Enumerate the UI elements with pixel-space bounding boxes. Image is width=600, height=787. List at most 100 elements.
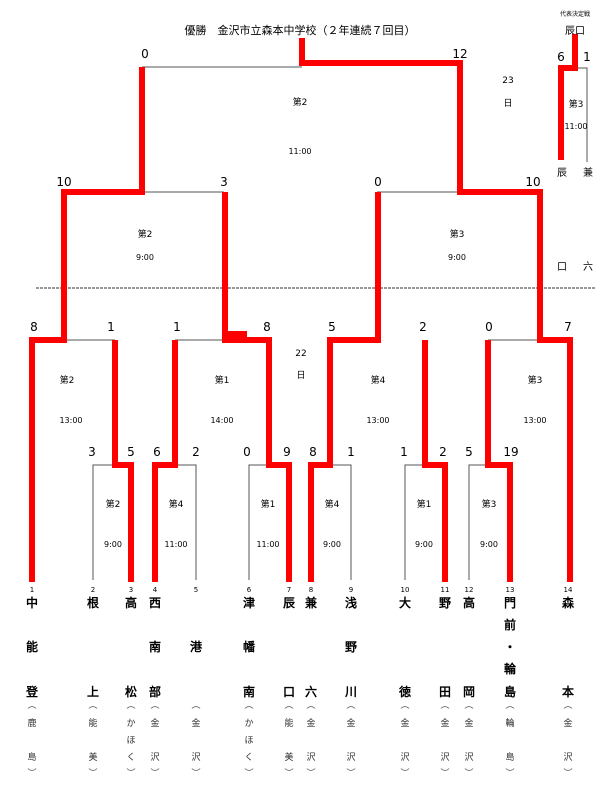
team-name-char: 部 <box>148 685 162 699</box>
r2-1-venue: 第2 <box>59 376 75 386</box>
team-name-char: 南 <box>242 685 256 699</box>
seed-number: 5 <box>193 586 199 594</box>
team-region-char: 輪 <box>505 719 515 729</box>
rep-playoff-winner: 辰口 <box>565 26 585 37</box>
team-region-char: ︵ <box>505 701 515 711</box>
team-region-char: 美 <box>284 753 294 763</box>
team-region-char: ︶ <box>440 769 450 779</box>
r2-1-score-right: 1 <box>107 320 115 334</box>
tournament-title: 優勝 金沢市立森本中学校（２年連続７回目） <box>0 22 600 38</box>
team-name-char: 徳 <box>398 685 412 699</box>
team-name-char: 本 <box>561 685 575 699</box>
team-region-char: ︶ <box>306 769 316 779</box>
rep-time: 11:00 <box>564 122 588 131</box>
r1-3-score-right: 9 <box>283 445 291 459</box>
rep-lower-left: 口 <box>557 262 567 273</box>
team-region-char: ︵ <box>306 701 316 711</box>
team-name-char: 門 <box>503 596 517 610</box>
team-region-char: ︶ <box>505 769 515 779</box>
r1-3-venue: 第1 <box>260 500 276 510</box>
team-region-char: ほ <box>126 736 136 746</box>
final-score-right: 12 <box>452 47 468 61</box>
team-region-char: か <box>244 719 254 729</box>
team-region-char: ︶ <box>126 769 136 779</box>
team-name-char: 前 <box>503 618 517 632</box>
r2-4-venue: 第3 <box>527 376 543 386</box>
team-name-char: 上 <box>86 685 100 699</box>
team-region-char: ︵ <box>27 701 37 711</box>
final-time: 11:00 <box>288 147 312 156</box>
team-name-char: 大 <box>398 596 412 610</box>
team-region-char: ︵ <box>464 701 474 711</box>
r2-3-time: 13:00 <box>366 416 390 425</box>
team-name-char: 高 <box>124 596 138 610</box>
team-name-char: 根 <box>86 596 100 610</box>
team-name-char: 中 <box>25 596 39 610</box>
team-name-char: 松 <box>124 685 138 699</box>
team-name-char: 口 <box>282 685 296 699</box>
team-region-char: ︵ <box>346 701 356 711</box>
team-name-char: 野 <box>344 640 358 654</box>
team-name-char: 西 <box>148 596 162 610</box>
team-region-char: 金 <box>150 719 160 729</box>
r2-3-score-left: 5 <box>328 320 336 334</box>
r1-1-venue: 第2 <box>105 500 121 510</box>
rep-team-right: 兼 <box>583 168 593 179</box>
team-region-char: 金 <box>191 719 201 729</box>
seed-number: 9 <box>348 586 354 594</box>
team-region-char: ︵ <box>191 701 201 711</box>
team-name-char: 浅 <box>344 596 358 610</box>
r1-5-time: 9:00 <box>415 540 433 549</box>
team-region-char: 沢 <box>400 753 410 763</box>
team-name-char: 六 <box>304 685 318 699</box>
team-region-char: 能 <box>284 719 294 729</box>
r2-4-score-right: 7 <box>564 320 572 334</box>
r2-2-time: 14:00 <box>210 416 234 425</box>
day-label-day: 日 <box>296 371 306 381</box>
team-region-char: ︶ <box>244 769 254 779</box>
r1-2-venue: 第4 <box>168 500 184 510</box>
seed-number: 3 <box>128 586 134 594</box>
r2-2-venue: 第1 <box>214 376 230 386</box>
team-region-char: ︶ <box>27 769 37 779</box>
semi2-score-left: 0 <box>374 175 382 189</box>
team-region-char: ほ <box>244 736 254 746</box>
team-region-char: 金 <box>400 719 410 729</box>
team-name-char: 高 <box>462 596 476 610</box>
r1-4-score-left: 8 <box>309 445 317 459</box>
r1-6-time: 9:00 <box>480 540 498 549</box>
day-label-day: 日 <box>503 99 513 109</box>
r1-2-score-left: 6 <box>153 445 161 459</box>
r1-5-venue: 第1 <box>416 500 432 510</box>
rep-venue: 第3 <box>568 100 584 110</box>
team-region-char: く <box>126 753 136 763</box>
semi1-score-right: 3 <box>220 175 228 189</box>
team-region-char: か <box>126 719 136 729</box>
team-region-char: 沢 <box>464 753 474 763</box>
team-region-char: ︵ <box>244 701 254 711</box>
r1-1-time: 9:00 <box>104 540 122 549</box>
team-name-char: 川 <box>344 685 358 699</box>
team-region-char: ︶ <box>346 769 356 779</box>
r1-2-score-right: 2 <box>192 445 200 459</box>
team-region-char: 沢 <box>440 753 450 763</box>
team-region-char: ︵ <box>126 701 136 711</box>
r2-4-score-left: 0 <box>485 320 493 334</box>
team-region-char: ︵ <box>400 701 410 711</box>
team-region-char: 沢 <box>306 753 316 763</box>
team-region-char: 沢 <box>150 753 160 763</box>
r2-1-time: 13:00 <box>59 416 83 425</box>
r1-2-time: 11:00 <box>164 540 188 549</box>
r1-3-score-left: 0 <box>243 445 251 459</box>
r2-3-score-right: 2 <box>419 320 427 334</box>
day-label-num: 23 <box>502 76 514 86</box>
semi1-time: 9:00 <box>136 253 154 262</box>
team-region-char: ︶ <box>88 769 98 779</box>
team-region-char: 沢 <box>191 753 201 763</box>
team-name-char: 能 <box>25 640 39 654</box>
team-name-char: 港 <box>189 640 203 654</box>
team-region-char: 島 <box>27 753 37 763</box>
r1-4-venue: 第4 <box>324 500 340 510</box>
final-venue: 第2 <box>292 98 308 108</box>
team-name-char: 登 <box>25 685 39 699</box>
